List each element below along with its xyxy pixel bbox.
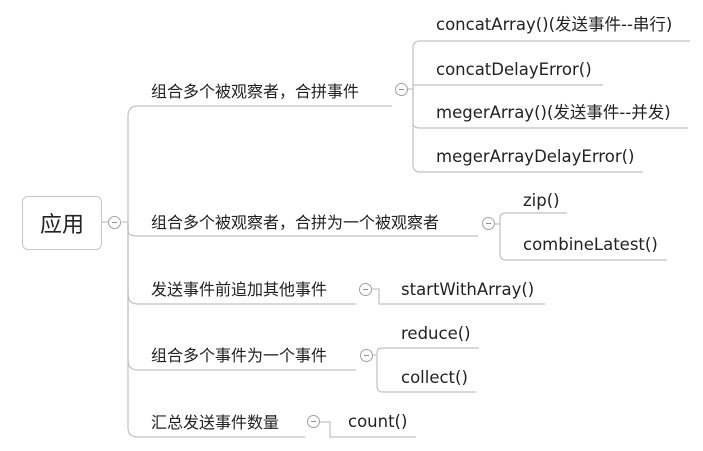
root-collapse-toggle[interactable] (108, 216, 121, 229)
branch-5-child-1[interactable]: count() (348, 412, 408, 431)
branch-1-child-3[interactable]: megerArray()(发送事件--并发) (436, 103, 671, 122)
trunk-branch-1 (127, 105, 392, 222)
b3-child-1 (372, 288, 545, 305)
branch-5-collapse-toggle[interactable] (307, 415, 320, 428)
branch-5-label[interactable]: 汇总发送事件数量 (151, 413, 280, 432)
branch-4-child-1[interactable]: reduce() (401, 324, 471, 343)
branch-3-collapse-toggle[interactable] (359, 283, 372, 296)
branch-3-child-1[interactable]: startWithArray() (401, 280, 535, 299)
branch-1-child-2[interactable]: concatDelayError() (436, 60, 592, 79)
b1-child-4 (412, 89, 643, 173)
root-label: 应用 (39, 213, 84, 238)
b1-child-2 (412, 84, 603, 89)
branch-2-child-2[interactable]: combineLatest() (523, 235, 658, 254)
b4-child-2 (376, 355, 476, 393)
branch-4-label[interactable]: 组合多个事件为一个事件 (151, 346, 328, 365)
root-node[interactable]: 应用 (22, 196, 102, 250)
branch-1-collapse-toggle[interactable] (395, 83, 408, 96)
branch-1-label[interactable]: 组合多个被观察者，合拼事件 (151, 82, 360, 101)
b2-child-1 (499, 212, 567, 224)
b5-child-1 (320, 421, 416, 438)
b2-child-2 (499, 224, 667, 261)
trunk-branch-5 (127, 222, 305, 438)
branch-2-label[interactable]: 组合多个被观察者，合拼为一个被观察者 (151, 213, 440, 232)
branch-2-child-1[interactable]: zip() (523, 191, 560, 210)
branch-1-child-4[interactable]: megerArrayDelayError() (436, 147, 635, 166)
branch-3-label[interactable]: 发送事件前追加其他事件 (151, 280, 328, 299)
b4-child-1 (376, 347, 479, 355)
branch-2-collapse-toggle[interactable] (482, 217, 495, 230)
branch-4-collapse-toggle[interactable] (360, 349, 373, 362)
branch-4-child-2[interactable]: collect() (401, 368, 468, 387)
branch-1-child-1[interactable]: concatArray()(发送事件--串行) (436, 15, 673, 34)
b1-child-1 (412, 40, 690, 89)
